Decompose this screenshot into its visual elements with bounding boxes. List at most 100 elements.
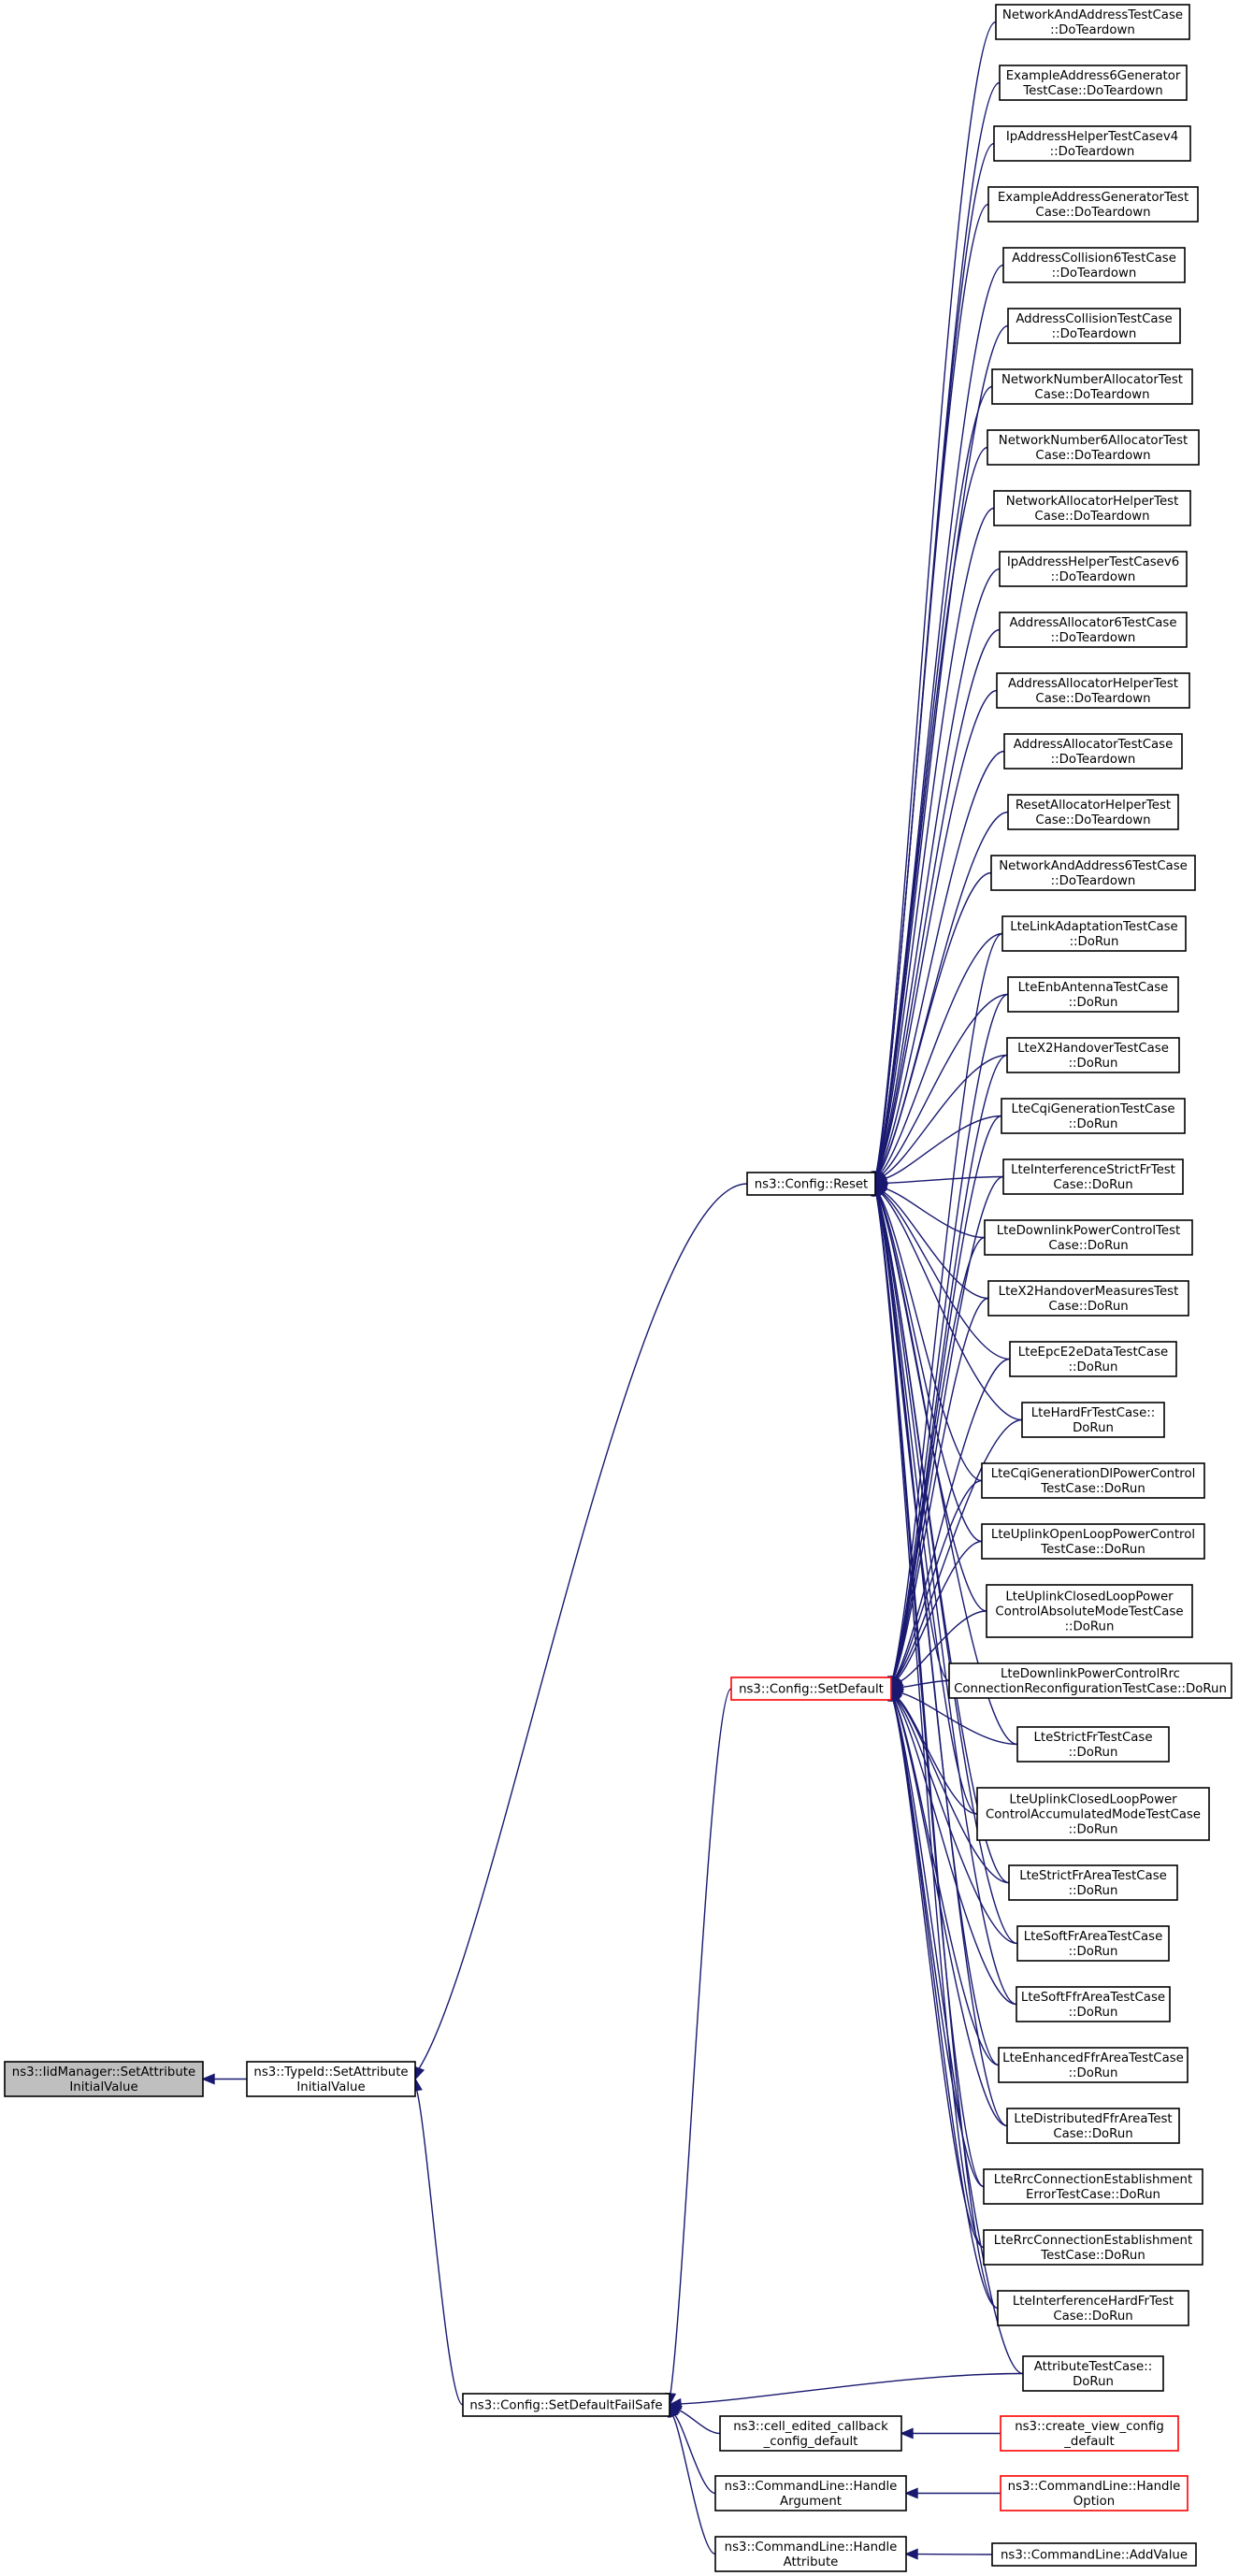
- node-cell_edited[interactable]: ns3::cell_edited_callback_config_default: [719, 2415, 902, 2452]
- node-label-line: DoRun: [1073, 2375, 1114, 2389]
- node-label-line: Case::DoRun: [1048, 1239, 1128, 1253]
- node-t_nah[interactable]: NetworkAllocatorHelperTestCase::DoTeardo…: [993, 490, 1191, 526]
- node-t_attr[interactable]: AttributeTestCase::DoRun: [1022, 2355, 1164, 2392]
- node-t_lsfra[interactable]: LteStrictFrAreaTestCase::DoRun: [1008, 1864, 1178, 1901]
- node-label-line: ns3::cell_edited_callback: [733, 2420, 888, 2434]
- node-label-line: ns3::CommandLine::Handle: [725, 2540, 898, 2554]
- node-box: [981, 1523, 1205, 1560]
- edge-t_aa-to-cfg_reset: [877, 750, 1005, 1173]
- node-t_aa[interactable]: AddressAllocatorTestCase::DoTeardown: [1003, 733, 1183, 770]
- edge-t_luclpacc-to-cfg_reset: [876, 1194, 978, 1815]
- node-label-line: ns3::Config::SetDefaultFailSafe: [469, 2399, 662, 2413]
- edge-t_lihfr-to-cfg_reset: [875, 1194, 999, 2310]
- node-t_lx2h[interactable]: LteX2HandoverTestCase::DoRun: [1006, 1037, 1180, 1073]
- node-t_lrrcee[interactable]: LteRrcConnectionEstablishmentErrorTestCa…: [983, 2168, 1203, 2205]
- node-t_lhfr[interactable]: LteHardFrTestCase::DoRun: [1021, 1402, 1165, 1438]
- node-t_lsofra[interactable]: LteSoftFrAreaTestCase::DoRun: [1016, 1925, 1170, 1962]
- node-t_naa6[interactable]: NetworkAndAddress6TestCase::DoTeardown: [990, 855, 1196, 891]
- node-label-line: _default: [1063, 2435, 1114, 2449]
- node-t_iahv6[interactable]: IpAddressHelperTestCasev6::DoTeardown: [999, 551, 1188, 587]
- node-box: [983, 2229, 1203, 2266]
- node-box: [987, 186, 1199, 223]
- node-label-line: ::DoTeardown: [1052, 327, 1137, 341]
- node-cl_addvalue[interactable]: ns3::CommandLine::AddValue: [991, 2542, 1197, 2567]
- node-t_lenffra[interactable]: LteEnhancedFfrAreaTestCase::DoRun: [998, 2047, 1189, 2083]
- node-cfg_setdefaultfailsafe[interactable]: ns3::Config::SetDefaultFailSafe: [462, 2393, 670, 2417]
- node-t_luolpc[interactable]: LteUplinkOpenLoopPowerControlTestCase::D…: [981, 1523, 1205, 1560]
- node-label-line: LteUplinkOpenLoopPowerControl: [991, 1528, 1195, 1542]
- node-t_lcgdpc[interactable]: LteCqiGenerationDlPowerControlTestCase::…: [981, 1462, 1205, 1499]
- node-label-line: ConnectionReconfigurationTestCase::DoRun: [954, 1682, 1227, 1696]
- node-t_eag[interactable]: ExampleAddressGeneratorTestCase::DoTeard…: [987, 186, 1199, 223]
- node-box: [714, 2475, 907, 2511]
- edge-t_lrrce-to-cfg_reset: [875, 1194, 985, 2249]
- node-cfg_setdefault[interactable]: ns3::Config::SetDefault: [730, 1677, 892, 1701]
- node-label-line: NetworkAllocatorHelperTest: [1006, 495, 1179, 509]
- edge-t_ac6-to-cfg_reset: [875, 264, 1004, 1173]
- node-label-line: NetworkNumber6AllocatorTest: [999, 434, 1188, 448]
- node-box: [991, 2542, 1197, 2567]
- edge-t_ldpcrrc-to-cfg_setdefault: [901, 1679, 950, 1689]
- node-label-line: Case::DoTeardown: [1035, 813, 1150, 827]
- node-t_lla[interactable]: LteLinkAdaptationTestCase::DoRun: [1001, 915, 1187, 952]
- node-t_naa[interactable]: NetworkAndAddressTestCase::DoTeardown: [995, 4, 1190, 40]
- node-label-line: ExampleAddressGeneratorTest: [998, 191, 1189, 205]
- node-label-line: ns3::CommandLine::Handle: [1008, 2480, 1181, 2494]
- node-t_luclpacc[interactable]: LteUplinkClosedLoopPowerControlAccumulat…: [976, 1787, 1210, 1841]
- node-t_luclpa[interactable]: LteUplinkClosedLoopPowerControlAbsoluteM…: [986, 1584, 1193, 1638]
- node-label-line: LteStrictFrTestCase: [1033, 1731, 1152, 1745]
- node-label-line: ::DoRun: [1070, 935, 1119, 949]
- node-t_lsfr[interactable]: LteStrictFrTestCase::DoRun: [1016, 1726, 1170, 1763]
- node-t_aa6[interactable]: AddressAllocator6TestCase::DoTeardown: [999, 612, 1188, 648]
- node-box: [1007, 976, 1179, 1013]
- node-label-line: LteUplinkClosedLoopPower: [1005, 1590, 1174, 1605]
- node-label-line: LteRrcConnectionEstablishment: [994, 2173, 1192, 2187]
- node-t_ac6[interactable]: AddressCollision6TestCase::DoTeardown: [1002, 247, 1186, 283]
- node-box: [1001, 915, 1187, 952]
- node-box: [1002, 247, 1186, 283]
- node-label-line: AddressAllocatorTestCase: [1014, 738, 1174, 752]
- node-t_nn6a[interactable]: NetworkNumber6AllocatorTestCase::DoTeard…: [987, 429, 1200, 466]
- edge-cfg_reset-to-tid_setattr: [418, 1183, 748, 2069]
- node-box: [1016, 1726, 1170, 1763]
- edge-t_ldffra-to-cfg_reset: [875, 1194, 1008, 2127]
- node-t_lcg[interactable]: LteCqiGenerationTestCase::DoRun: [1001, 1098, 1186, 1134]
- node-cfg_reset[interactable]: ns3::Config::Reset: [746, 1172, 876, 1196]
- edge-t_luolpc-to-cfg_reset: [877, 1194, 983, 1543]
- edge-t_lsoffra-to-cfg_reset: [876, 1194, 1017, 2006]
- node-t_aah[interactable]: AddressAllocatorHelperTestCase::DoTeardo…: [996, 672, 1190, 709]
- node-t_lee2e[interactable]: LteEpcE2eDataTestCase::DoRun: [1009, 1341, 1177, 1377]
- node-t_lrrce[interactable]: LteRrcConnectionEstablishmentTestCase::D…: [983, 2229, 1203, 2266]
- node-box: [986, 1584, 1193, 1638]
- node-label-line: LteEpcE2eDataTestCase: [1018, 1346, 1168, 1360]
- edge-t_naa6-to-cfg_reset: [878, 871, 992, 1174]
- node-box: [997, 2290, 1189, 2326]
- node-t_lsoffra[interactable]: LteSoftFfrAreaTestCase::DoRun: [1016, 1986, 1171, 2022]
- node-box: [995, 4, 1190, 40]
- edge-cl_handle_arg-to-cfg_setdefaultfailsafe: [673, 2414, 716, 2495]
- node-t_ac[interactable]: AddressCollisionTestCase::DoTeardown: [1007, 308, 1181, 344]
- node-t_lea[interactable]: LteEnbAntennaTestCase::DoRun: [1007, 976, 1179, 1013]
- node-label-line: TestCase::DoRun: [1040, 2249, 1145, 2263]
- node-t_ea6g[interactable]: ExampleAddress6GeneratorTestCase::DoTear…: [999, 65, 1188, 101]
- node-t_iahv4[interactable]: IpAddressHelperTestCasev4::DoTeardown: [993, 125, 1191, 162]
- edge-t_lenffra-to-cfg_setdefault: [893, 1699, 1000, 2066]
- node-create_view[interactable]: ns3::create_view_config_default: [1000, 2415, 1179, 2452]
- node-layer: ns3::IidManager::SetAttributeInitialValu…: [4, 4, 1232, 2572]
- node-label-line: LteX2HandoverTestCase: [1017, 1042, 1169, 1056]
- node-label-line: ::DoTeardown: [1051, 874, 1136, 888]
- edge-t_lisf-to-cfg_setdefault: [892, 1175, 1004, 1678]
- node-t_nna[interactable]: NetworkNumberAllocatorTestCase::DoTeardo…: [991, 368, 1193, 405]
- node-t_ldpcrrc[interactable]: LteDownlinkPowerControlRrcConnectionReco…: [948, 1662, 1232, 1699]
